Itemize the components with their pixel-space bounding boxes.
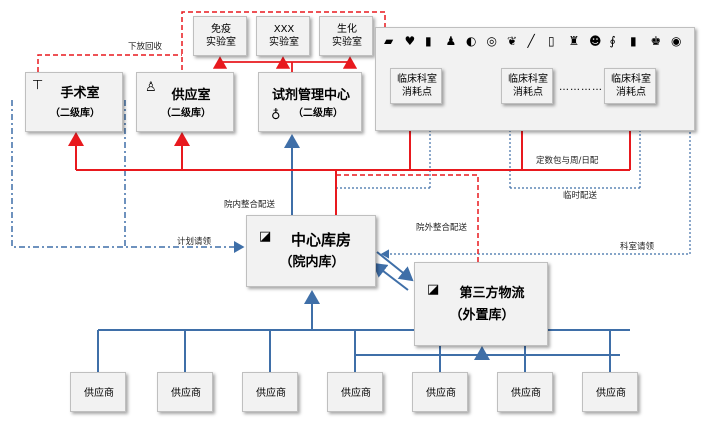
exchange-arrows xyxy=(372,251,414,291)
gauge-icon: ◎ xyxy=(486,34,497,48)
supply-icon: ♙ xyxy=(145,80,157,95)
clinic-icon-row: ▰ ♥ ▮ ♟ ◐ ◎ ❦ ╱ ▯ ♜ ☻ ∮ ▮ ♚ ◉ xyxy=(384,34,692,50)
reagent-center-title: 试剂管理中心 xyxy=(271,88,350,103)
lab-xxx: XXX 实验室 xyxy=(256,16,310,56)
clinical-point-2: 临床科室 消耗点 xyxy=(501,68,553,104)
central-warehouse-title: 中心库房 xyxy=(290,231,351,249)
supplier-box: 供应商 xyxy=(327,372,383,412)
lungs-icon: ❦ xyxy=(507,34,518,48)
surgery-icon: ⊤ xyxy=(32,78,44,93)
supplier-label: 供应商 xyxy=(171,388,201,399)
bottle-icon: ▮ xyxy=(425,34,432,48)
edge-recycle: 下放回收 xyxy=(128,42,163,52)
chair-icon: ♜ xyxy=(568,34,580,48)
third-party-sub: （外置库） xyxy=(449,308,515,323)
reagent-center-box: 试剂管理中心 ♁ （二级库） xyxy=(258,72,362,132)
lab-label: 免疫 实验室 xyxy=(206,24,236,48)
third-party-title: 第三方物流 xyxy=(459,286,525,301)
supplier-tree xyxy=(97,290,630,372)
lab-label: XXX 实验室 xyxy=(269,24,299,48)
supplier-box: 供应商 xyxy=(70,372,126,412)
ellipsis: ………… xyxy=(559,82,603,93)
ear-icon: ◐ xyxy=(466,34,477,48)
supplier-box: 供应商 xyxy=(242,372,298,412)
supply-room-box: ♙ 供应室 （二级库） xyxy=(136,72,234,132)
clinical-point-label: 临床科室 消耗点 xyxy=(508,74,548,98)
doctor-icon: ♚ xyxy=(650,34,662,48)
supplier-box: 供应商 xyxy=(157,372,213,412)
operating-room-box: ⊤ 手术室 （二级库） xyxy=(25,72,123,132)
edge-fixed-pack: 定数包与周/日配 xyxy=(536,156,599,166)
supplier-box: 供应商 xyxy=(412,372,468,412)
lab-biochem: 生化 实验室 xyxy=(319,16,373,56)
vial-icon: ▯ xyxy=(548,34,555,48)
supplier-label: 供应商 xyxy=(426,388,456,399)
edge-dept-request: 科室请领 xyxy=(620,242,655,252)
flask-icon: ♁ xyxy=(271,108,281,123)
supplier-label: 供应商 xyxy=(596,388,626,399)
heart-icon: ♥ xyxy=(404,34,416,48)
patient-icon: ☻ xyxy=(589,34,602,48)
central-warehouse-box: ◪ 中心库房 （院内库） xyxy=(246,215,376,287)
operating-room-title: 手术室 xyxy=(60,86,100,101)
clinical-point-3: 临床科室 消耗点 xyxy=(604,68,656,104)
supplier-label: 供应商 xyxy=(511,388,541,399)
people-icon: ♟ xyxy=(445,34,457,48)
edge-out-hospital: 院外整合配送 xyxy=(416,223,468,233)
supplier-label: 供应商 xyxy=(84,388,114,399)
reagent-center-sub: （二级库） xyxy=(293,108,343,119)
box-icon: ◪ xyxy=(427,282,440,297)
supply-room-sub: （二级库） xyxy=(161,108,211,119)
clinical-point-1: 临床科室 消耗点 xyxy=(390,68,442,104)
lab-label: 生化 实验室 xyxy=(332,24,362,48)
clinical-area-box: ▰ ♥ ▮ ♟ ◐ ◎ ❦ ╱ ▯ ♜ ☻ ∮ ▮ ♚ ◉ 临床科室 消耗点 临床科室 消耗点 ………… 临… xyxy=(375,27,695,131)
edge-in-hospital: 院内整合配送 xyxy=(224,200,276,210)
brain-icon: ◉ xyxy=(671,34,682,48)
bottle2-icon: ▮ xyxy=(630,34,637,48)
stethoscope-icon: ∮ xyxy=(609,34,616,48)
supplier-box: 供应商 xyxy=(582,372,638,412)
box-icon: ◪ xyxy=(259,229,272,244)
clinical-point-label: 临床科室 消耗点 xyxy=(397,74,437,98)
edge-plan: 计划请领 xyxy=(177,237,212,247)
third-party-box: ◪ 第三方物流 （外置库） xyxy=(414,262,548,346)
supplier-label: 供应商 xyxy=(341,388,371,399)
supplier-box: 供应商 xyxy=(497,372,553,412)
operating-room-sub: （二级库） xyxy=(50,108,100,119)
supplier-label: 供应商 xyxy=(256,388,286,399)
central-warehouse-sub: （院内库） xyxy=(279,255,345,270)
lab-immunology: 免疫 实验室 xyxy=(193,16,247,56)
syringe-icon: ╱ xyxy=(527,34,535,48)
bed-icon: ▰ xyxy=(384,34,394,48)
edge-temporary: 临时配送 xyxy=(563,191,598,201)
clinical-point-label: 临床科室 消耗点 xyxy=(611,74,651,98)
supply-room-title: 供应室 xyxy=(171,88,211,103)
